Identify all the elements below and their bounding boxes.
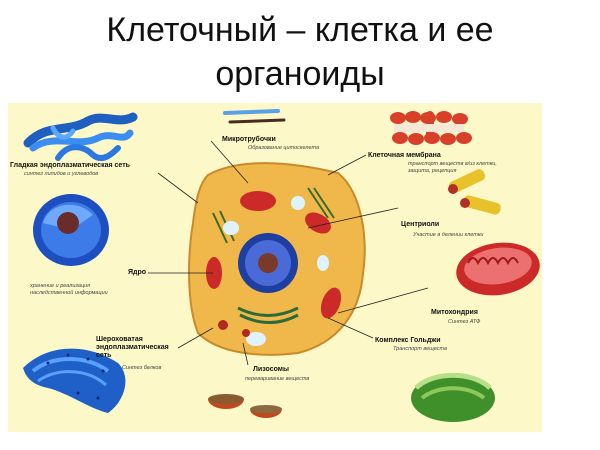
function-nucleus-line-2: наследственной информации	[30, 290, 108, 296]
function-membrane-line-2: защита, рецепция	[408, 168, 457, 174]
label-rough-er-line-2: эндоплазматическая	[96, 344, 169, 351]
membrane-illustration	[390, 111, 472, 145]
function-mitochondria: Синтез АТФ	[448, 319, 481, 325]
smooth-er-illustration	[23, 112, 138, 161]
function-golgi: Транспорт веществ	[393, 346, 448, 352]
microtubules-illustration	[223, 109, 286, 124]
nucleus-illustration	[33, 194, 109, 266]
function-membrane-line-1: транспорт веществ в/из клетки,	[408, 161, 497, 167]
function-microtubules: Образование цитоскелета	[248, 145, 320, 151]
animal-cell-illustration	[188, 162, 366, 356]
cell-diagram-panel: Гладкая эндоплазматическая сеть синтез л…	[8, 103, 542, 432]
leader-lines	[148, 140, 429, 366]
label-golgi: Комплекс Гольджи	[375, 337, 441, 344]
label-smooth-er: Гладкая эндоплазматическая сеть	[10, 162, 130, 169]
page-title: Клеточный – клетка и ее органоиды	[0, 8, 600, 96]
title-line-2: органоиды	[215, 55, 385, 93]
function-lysosomes: переваривание веществ	[245, 376, 310, 382]
function-centrioles: Участие в делении клетки	[413, 232, 484, 238]
label-microtubules: Микротрубочки	[222, 136, 276, 143]
function-rough-er: Синтез белков	[122, 365, 162, 371]
label-membrane: Клеточная мембрана	[368, 152, 441, 159]
label-rough-er-line-3: сеть	[96, 352, 112, 359]
label-lysosomes: Лизосомы	[253, 366, 289, 373]
label-rough-er-line-1: Шероховатая	[96, 336, 143, 343]
function-smooth-er: синтез липидов и углеводов	[24, 171, 99, 177]
title-line-1: Клеточный – клетка и ее	[106, 11, 494, 49]
golgi-illustration	[411, 372, 495, 422]
lysosomes-illustration	[208, 394, 282, 418]
label-centrioles: Центриоли	[401, 221, 440, 228]
function-nucleus-line-1: хранение и реализация	[30, 283, 91, 289]
cell-diagram-illustration	[23, 109, 540, 422]
rough-er-illustration	[23, 348, 126, 413]
label-nucleus: Ядро	[128, 269, 147, 276]
label-mitochondria: Митохондрия	[431, 309, 478, 316]
centrioles-illustration	[448, 169, 501, 215]
